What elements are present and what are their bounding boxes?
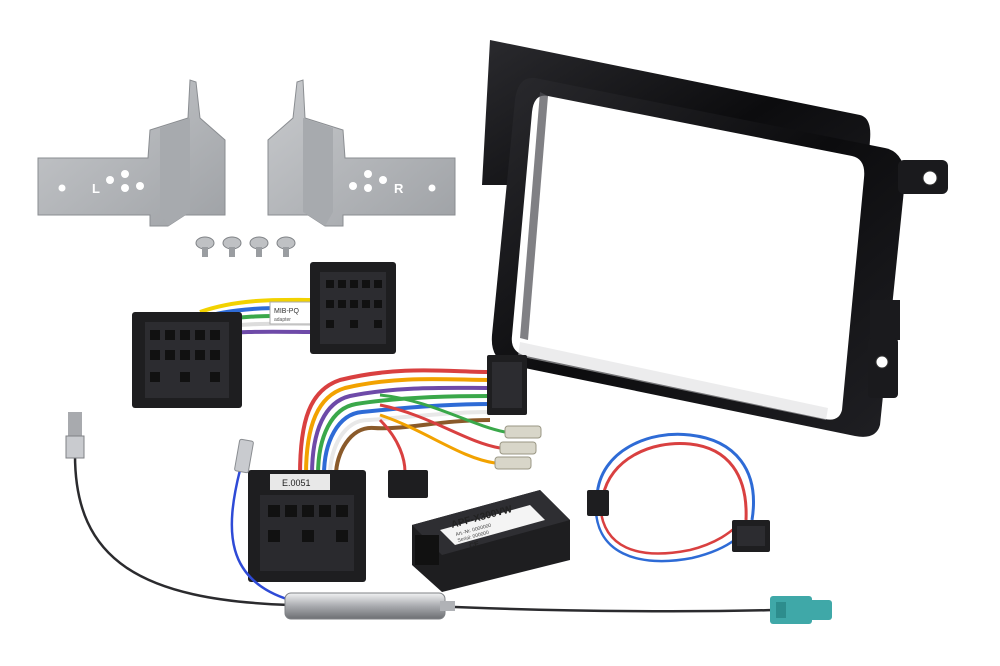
screw [222, 236, 242, 257]
bracket-left-letter: L [92, 181, 100, 196]
screw [249, 236, 269, 257]
mounting-bracket-left: L [37, 79, 226, 227]
interface-module: APF-X300VW Art.-Nr. 0000000 Serial: 0000… [412, 490, 570, 592]
quadlock-label: E.0051 [282, 478, 311, 488]
adapter-tag-line1: MIB-PQ [274, 308, 299, 315]
adapter-tag-line2: adapter [274, 317, 291, 323]
screws [195, 236, 296, 257]
screw [276, 236, 296, 257]
module-ce-mark: CE [469, 541, 481, 550]
screw [195, 236, 215, 257]
quadlock-harness: E.0051 [248, 355, 542, 582]
patch-cable [587, 432, 770, 563]
bracket-right-letter: R [394, 181, 404, 196]
antenna-adapter [65, 412, 832, 624]
adapter-harness: MIB-PQ adapter [132, 262, 396, 408]
mounting-bracket-right: R [267, 79, 456, 227]
dash-bezel [482, 40, 948, 437]
